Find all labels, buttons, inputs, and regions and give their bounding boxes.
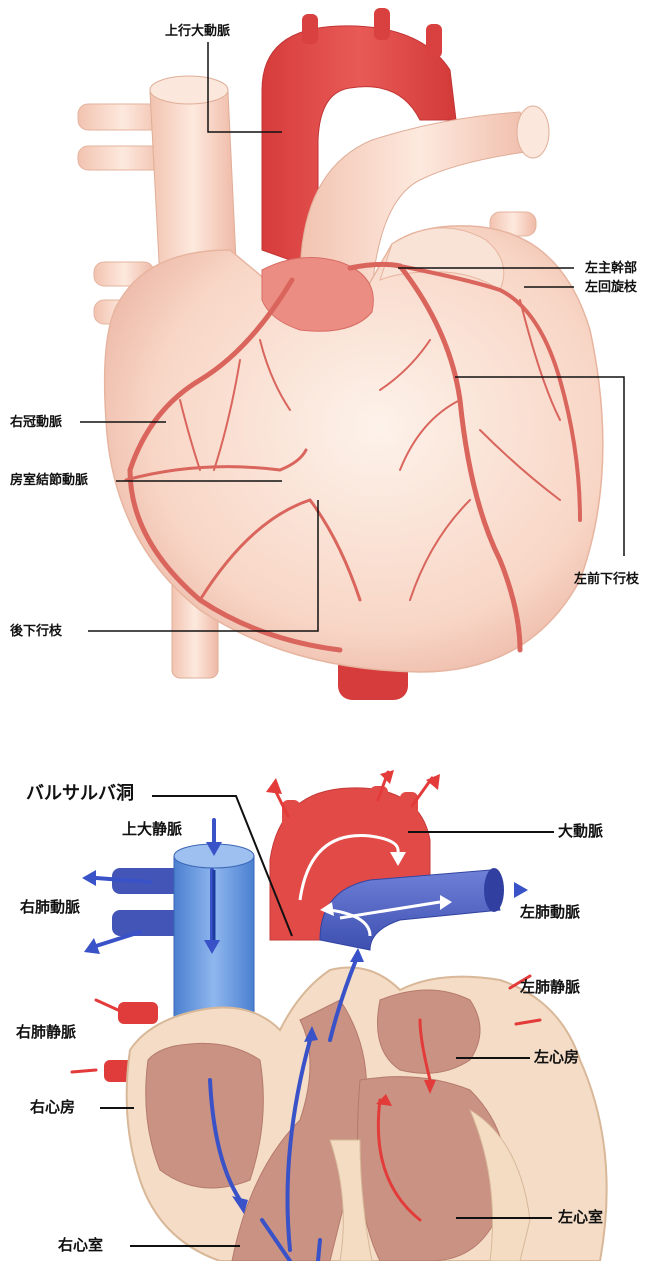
label-superior-vena-cava: 上大静脈 [122,822,182,837]
svc-opening [150,76,228,104]
label-right-atrium: 右心房 [30,1100,75,1115]
label-left-pulmonary-vein: 左肺静脈 [520,980,580,995]
label-left-ventricle: 左心室 [558,1210,603,1225]
label-left-main: 左主幹部 [585,262,637,275]
bottom-heart [72,770,607,1261]
label-right-pulmonary-artery: 右肺動脈 [20,900,80,915]
flow-rv-bottom-2 [318,1240,320,1261]
aorta-branch-1 [282,800,300,834]
left-atrium-chamber [378,990,481,1073]
aortic-branch-1 [302,14,318,44]
label-right-coronary: 右冠動脈 [10,416,62,429]
aortic-branch-3 [426,24,442,58]
aortic-branch-2 [374,8,390,40]
aorta-branch-3 [400,792,418,822]
label-right-pulmonary-vein: 右肺静脈 [16,1025,76,1040]
label-left-pulmonary-artery: 左肺動脈 [520,905,580,920]
label-ascending-aorta: 上行大動脈 [165,25,230,38]
label-av-node-artery: 房室結節動脈 [10,474,88,487]
label-left-anterior-descending: 左前下行枝 [574,573,639,586]
top-heart [78,8,603,700]
flow-right-pv-1 [96,1000,118,1010]
right-atrium-chamber [146,1043,264,1188]
label-left-atrium: 左心房 [534,1050,579,1065]
label-left-circumflex: 左回旋枝 [585,281,637,294]
pa-opening [517,106,549,158]
left-pa-opening [484,868,504,912]
right-pv-stub-1 [118,1002,158,1024]
label-aorta: 大動脈 [558,824,603,839]
label-posterior-descending: 後下行枝 [10,625,62,638]
label-sinus-of-valsalva: バルサルバ洞 [26,785,134,803]
label-right-ventricle: 右心室 [58,1238,103,1253]
flow-right-pv-2 [72,1070,96,1072]
